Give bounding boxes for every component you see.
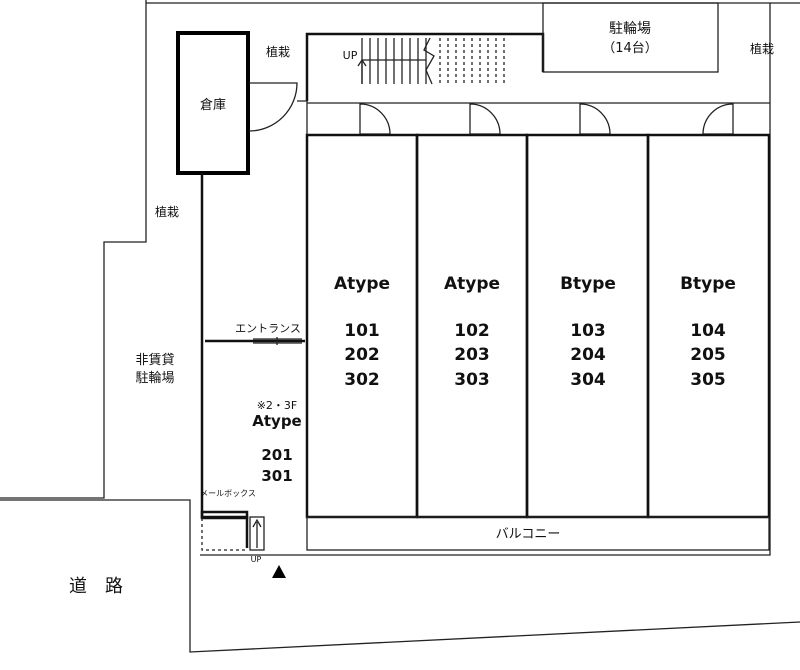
unit-type: Atype [444, 274, 500, 294]
room-number: 304 [570, 370, 606, 390]
entry-up-arrow-icon [249, 516, 265, 551]
room-number: 201 [261, 446, 292, 464]
room-number: 301 [261, 467, 292, 485]
unit-102: Atype 102 203 303 [444, 274, 500, 390]
room-number: 205 [690, 345, 726, 365]
unit-type: Atype [334, 274, 390, 294]
stair-wall [305, 32, 545, 101]
entrance-door [253, 337, 302, 345]
storage-label: 倉庫 [200, 98, 226, 113]
room-number: 103 [570, 321, 606, 341]
site-boundary [0, 0, 147, 499]
room-number: 302 [344, 370, 380, 390]
unit-corner: ※2・3F Atype 201 301 [252, 399, 301, 485]
staircase [361, 37, 505, 85]
mailbox-label: メールボックス [200, 489, 256, 498]
stairs-up-label: UP [343, 49, 358, 62]
unit-104: Btype 104 205 305 [680, 274, 736, 390]
door-icon [702, 103, 734, 135]
entry-up-label: UP [251, 555, 262, 564]
storage-room [176, 31, 250, 175]
planting-label-left: 植栽 [155, 204, 179, 219]
storage-door-icon [248, 82, 298, 132]
room-number: 102 [454, 321, 490, 341]
room-number: 204 [570, 345, 606, 365]
bike-parking-area [542, 2, 719, 73]
stairs-up-arrow-icon [357, 58, 367, 84]
floor-note: ※2・3F [257, 399, 298, 412]
door-icon [579, 103, 611, 135]
unit-101: Atype 101 202 302 [334, 274, 390, 390]
planting-label-top: 植栽 [266, 44, 290, 59]
road-label: 道 路 [69, 576, 123, 597]
unit-type: Atype [252, 412, 301, 430]
non-rental-label-1: 非賃貸 [135, 352, 174, 368]
door-icon [359, 103, 391, 135]
bike-parking-label: 駐輪場 [609, 20, 651, 37]
bike-parking-capacity: （14台） [602, 41, 658, 56]
road-boundary [0, 499, 800, 653]
room-number: 203 [454, 345, 490, 365]
room-number: 202 [344, 345, 380, 365]
room-number: 305 [690, 370, 726, 390]
unit-103: Btype 103 204 304 [560, 274, 616, 390]
room-number: 303 [454, 370, 490, 390]
entry-marker-icon [272, 565, 286, 578]
planting-label-right: 植栽 [750, 41, 774, 56]
balcony-area [306, 516, 770, 551]
mailbox-dashed-outline [201, 518, 247, 551]
hall-boundary [297, 100, 308, 135]
unit-type: Btype [560, 274, 616, 294]
non-rental-label-2: 駐輪場 [135, 370, 174, 386]
room-number: 104 [690, 321, 726, 341]
unit-type: Btype [680, 274, 736, 294]
entrance-label: エントランス [235, 322, 301, 335]
room-number: 101 [344, 321, 380, 341]
door-icon [469, 103, 501, 135]
balcony-label: バルコニー [496, 527, 561, 542]
mailbox-area [200, 510, 249, 520]
